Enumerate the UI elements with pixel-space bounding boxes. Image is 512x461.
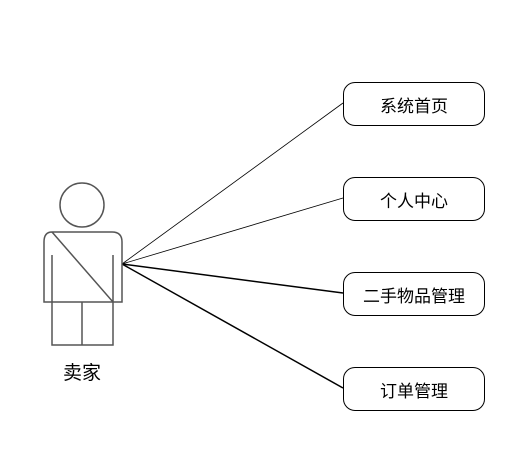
- association-line-1: [121, 102, 344, 265]
- association-line-2: [121, 197, 344, 265]
- use-case-secondhand-goods-management[interactable]: 二手物品管理: [343, 272, 485, 316]
- association-line-4: [121, 263, 344, 389]
- use-case-system-home[interactable]: 系统首页: [343, 82, 485, 126]
- use-case-personal-center[interactable]: 个人中心: [343, 177, 485, 221]
- actor-label: 卖家: [62, 362, 101, 384]
- use-case-order-management[interactable]: 订单管理: [343, 367, 485, 411]
- association-line-3: [121, 263, 344, 294]
- actor-figure-icon: [43, 182, 123, 346]
